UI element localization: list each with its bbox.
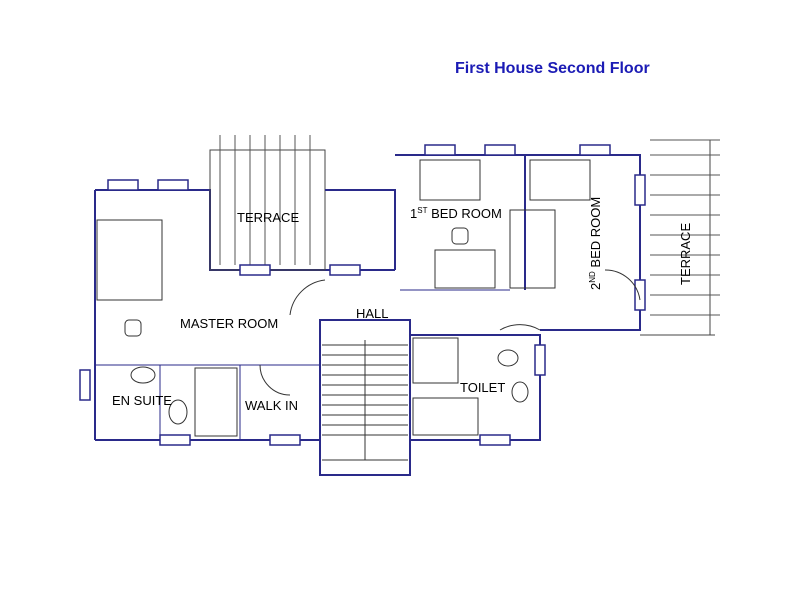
label-walk-in: WALK IN — [245, 398, 298, 413]
stair-box — [319, 319, 411, 476]
wardrobe-1 — [509, 209, 556, 289]
bed-1 — [419, 159, 481, 201]
door-toilet — [499, 324, 541, 331]
bed-2 — [529, 159, 591, 201]
wc-ensuite — [168, 399, 188, 425]
window — [479, 434, 511, 446]
label-hall: HALL — [356, 306, 389, 321]
wc-toilet — [497, 349, 519, 367]
shower-toilet — [412, 337, 459, 384]
label-bed1: 1ST BED ROOM — [410, 206, 502, 221]
window — [579, 144, 611, 156]
label-bed2: 2ND BED ROOM — [588, 197, 603, 290]
chair-bed1 — [451, 227, 469, 245]
basin-toilet — [511, 381, 529, 403]
wall-toilet — [410, 334, 541, 441]
plan-title: First House Second Floor — [455, 60, 650, 77]
window — [79, 369, 91, 401]
bath-toilet — [412, 397, 479, 436]
wall-bedrooms — [395, 154, 641, 331]
label-terrace-left: TERRACE — [237, 210, 299, 225]
window — [634, 279, 646, 311]
window — [157, 179, 189, 191]
door-hall — [289, 279, 326, 316]
label-terrace-right: TERRACE — [678, 223, 693, 285]
window — [534, 344, 546, 376]
basin-ensuite — [130, 366, 156, 384]
label-en-suite: EN SUITE — [112, 393, 172, 408]
wall-outer-left — [95, 189, 395, 271]
window — [107, 179, 139, 191]
window — [484, 144, 516, 156]
door-walkin — [259, 364, 291, 396]
window — [329, 264, 361, 276]
window — [424, 144, 456, 156]
door-bed2 — [604, 269, 641, 301]
label-toilet: TOILET — [460, 380, 505, 395]
window — [239, 264, 271, 276]
shower-walkin — [194, 367, 238, 437]
desk-1 — [434, 249, 496, 289]
window — [159, 434, 191, 446]
window — [269, 434, 301, 446]
window — [634, 174, 646, 206]
terrace-wall — [325, 189, 396, 270]
label-master: MASTER ROOM — [180, 316, 278, 331]
bed-master — [96, 219, 163, 301]
chair-master — [124, 319, 142, 337]
